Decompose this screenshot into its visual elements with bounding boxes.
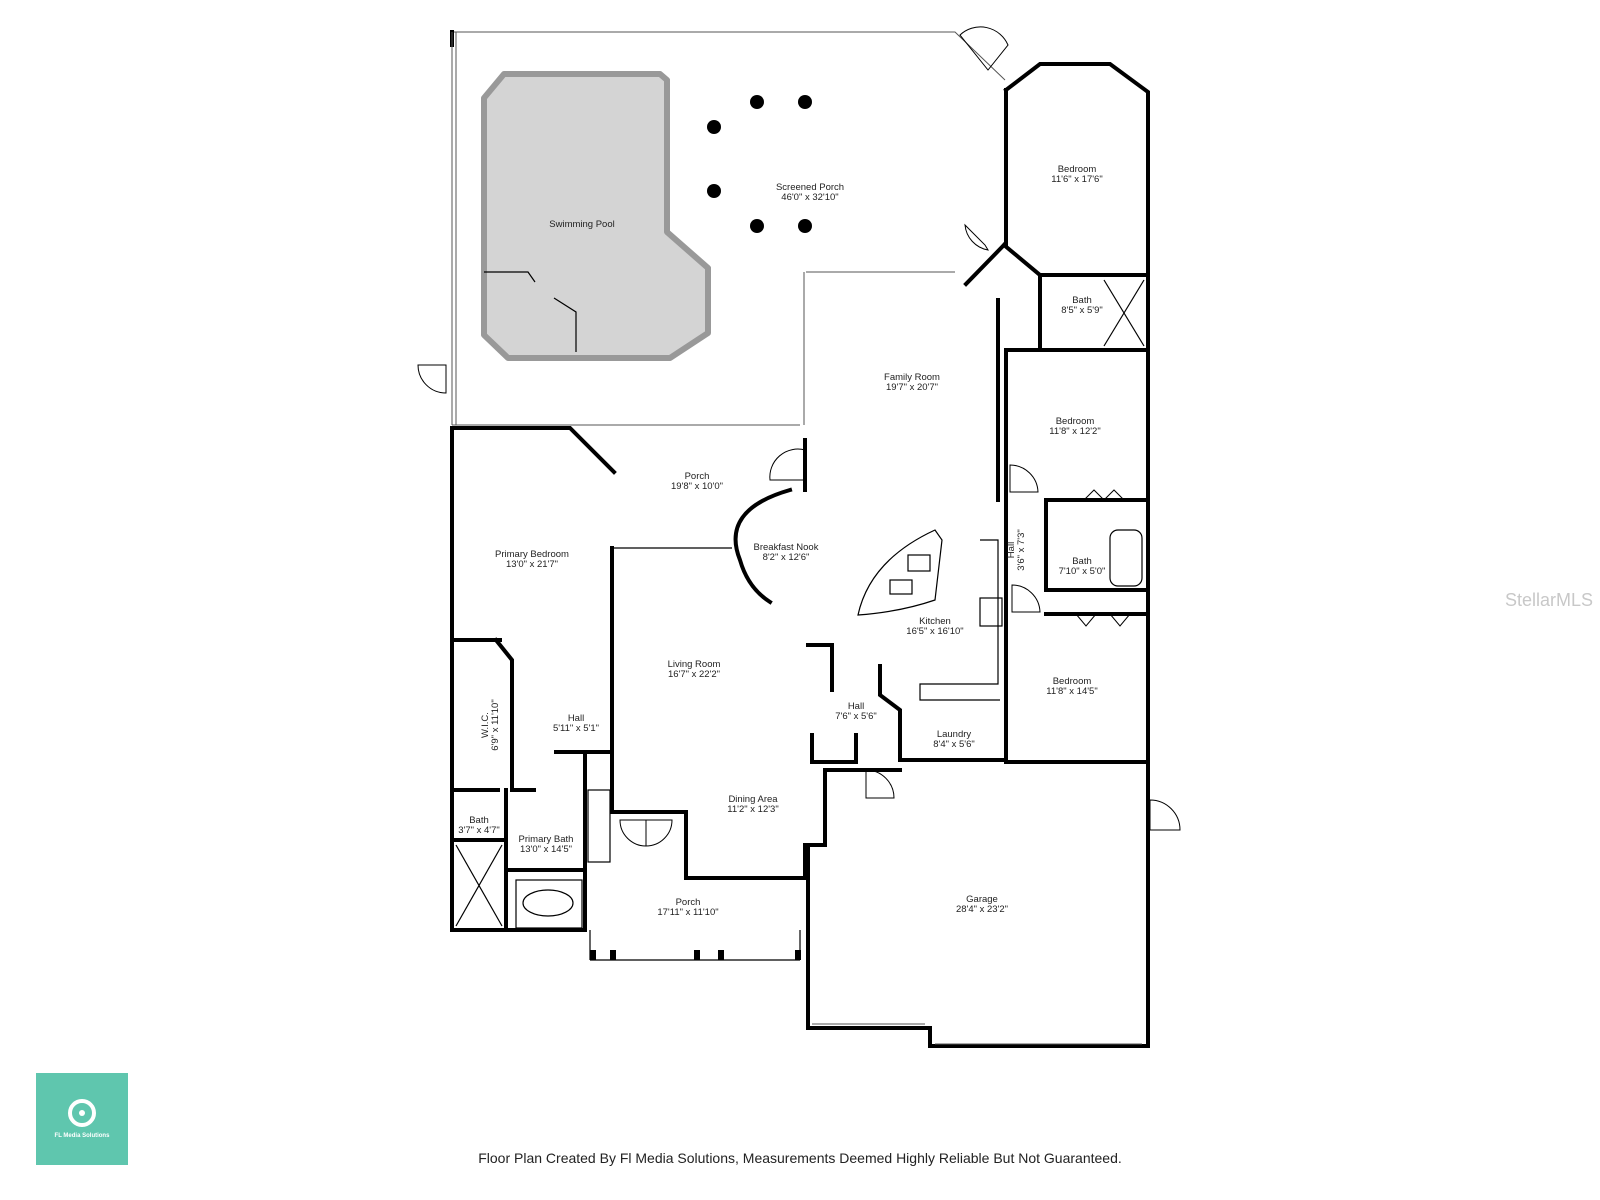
kitchen-range xyxy=(979,597,1003,627)
room-label-breakfast-nook: Breakfast Nook xyxy=(754,542,819,553)
room-dims-bedroom-e: 11'8" x 12'2" xyxy=(1049,426,1100,437)
room-label-primary-bedroom: Primary Bedroom xyxy=(495,549,569,560)
room-dims-laundry: 8'4" x 5'6" xyxy=(933,739,975,750)
kitchen-sink xyxy=(889,579,913,595)
room-dims-hall-w: 5'11" x 5'1" xyxy=(553,723,599,734)
fl-media-logo: FL Media Solutions xyxy=(36,1073,128,1165)
room-label-garage: Garage xyxy=(966,894,998,905)
shower-ne xyxy=(1103,279,1145,347)
room-dims-bath-w: 3'7" x 4'7" xyxy=(458,825,500,836)
room-dims-bath-ne: 8'5" x 5'9" xyxy=(1061,305,1103,316)
bathtub-frame xyxy=(515,879,583,929)
room-dims-primary-bedroom: 13'0" x 21'7" xyxy=(506,559,558,570)
shower-primary xyxy=(455,844,503,927)
room-dims-breakfast-nook: 8'2" x 12'6" xyxy=(763,552,810,563)
front-porch-columns xyxy=(590,950,801,960)
nook-curved-wall xyxy=(733,487,793,605)
bathtub-e xyxy=(1109,529,1143,587)
door-swings xyxy=(417,26,1181,847)
room-label-bath-w: Bath xyxy=(469,815,489,826)
kitchen-counter xyxy=(919,539,1000,701)
room-dims-family-room: 19'7" x 20'7" xyxy=(886,382,938,393)
vanity-primary xyxy=(587,789,611,863)
room-dims-hall-e: 3'6" x 7'3" xyxy=(1016,529,1027,571)
room-label-porch-rear: Porch xyxy=(685,471,710,482)
room-dims-garage: 28'4" x 23'2" xyxy=(956,904,1008,915)
room-dims-dining-area: 11'2" x 12'3" xyxy=(727,804,778,815)
swimming-pool xyxy=(481,71,711,361)
room-label-kitchen: Kitchen xyxy=(919,616,951,627)
logo-text: FL Media Solutions xyxy=(54,1133,110,1139)
room-label-hall-w: Hall xyxy=(568,713,584,724)
room-labels: Screened Porch 46'0" x 32'10" Swimming P… xyxy=(458,164,1105,918)
footer-disclaimer: Floor Plan Created By Fl Media Solutions… xyxy=(478,1150,1122,1166)
room-dims-porch-rear: 19'8" x 10'0" xyxy=(671,481,723,492)
room-dims-living-room: 16'7" x 22'2" xyxy=(668,669,720,680)
room-label-primary-bath: Primary Bath xyxy=(519,834,574,845)
room-label-bath-ne: Bath xyxy=(1072,295,1092,306)
room-label-living-room: Living Room xyxy=(668,659,721,670)
room-label-bath-e: Bath xyxy=(1072,556,1092,567)
camera-lens-icon xyxy=(68,1099,96,1127)
room-dims-bedroom-ne: 11'6" x 17'6" xyxy=(1051,174,1102,185)
room-label-laundry: Laundry xyxy=(937,729,972,740)
room-dims-primary-bath: 13'0" x 14'5" xyxy=(520,844,572,855)
pool-steps xyxy=(553,297,577,352)
room-label-wic: W.I.C. xyxy=(480,712,491,738)
porch-columns xyxy=(707,95,812,233)
exterior-walls xyxy=(450,62,1150,1048)
room-dims-hall-c: 7'6" x 5'6" xyxy=(835,711,877,722)
room-dims-porch-front: 17'11" x 11'10" xyxy=(657,907,718,918)
kitchen-island xyxy=(857,529,943,616)
room-label-hall-e: Hall xyxy=(1006,542,1017,558)
room-dims-wic: 6'9" x 11'10" xyxy=(490,699,501,750)
room-label-family-room: Family Room xyxy=(884,372,940,383)
kitchen-cooktop xyxy=(907,554,931,572)
screened-porch-walls xyxy=(450,30,1006,426)
room-dims-screened-porch: 46'0" x 32'10" xyxy=(781,192,838,203)
room-label-bedroom-ne: Bedroom xyxy=(1058,164,1097,175)
room-label-porch-front: Porch xyxy=(676,897,701,908)
room-dims-kitchen: 16'5" x 16'10" xyxy=(906,626,963,637)
room-label-screened-porch: Screened Porch xyxy=(776,182,844,193)
stellar-mls-watermark: StellarMLS xyxy=(1505,590,1594,610)
pool-steps xyxy=(484,271,536,283)
room-dims-bedroom-se: 11'8" x 14'5" xyxy=(1046,686,1097,697)
room-label-bedroom-se: Bedroom xyxy=(1053,676,1092,687)
bathtub-primary xyxy=(522,889,574,917)
room-dims-bath-e: 7'10" x 5'0" xyxy=(1059,566,1106,577)
room-label-bedroom-e: Bedroom xyxy=(1056,416,1095,427)
room-label-dining-area: Dining Area xyxy=(728,794,778,805)
room-label-swimming-pool: Swimming Pool xyxy=(549,219,614,230)
room-label-hall-c: Hall xyxy=(848,701,864,712)
interior-walls xyxy=(450,273,1150,932)
